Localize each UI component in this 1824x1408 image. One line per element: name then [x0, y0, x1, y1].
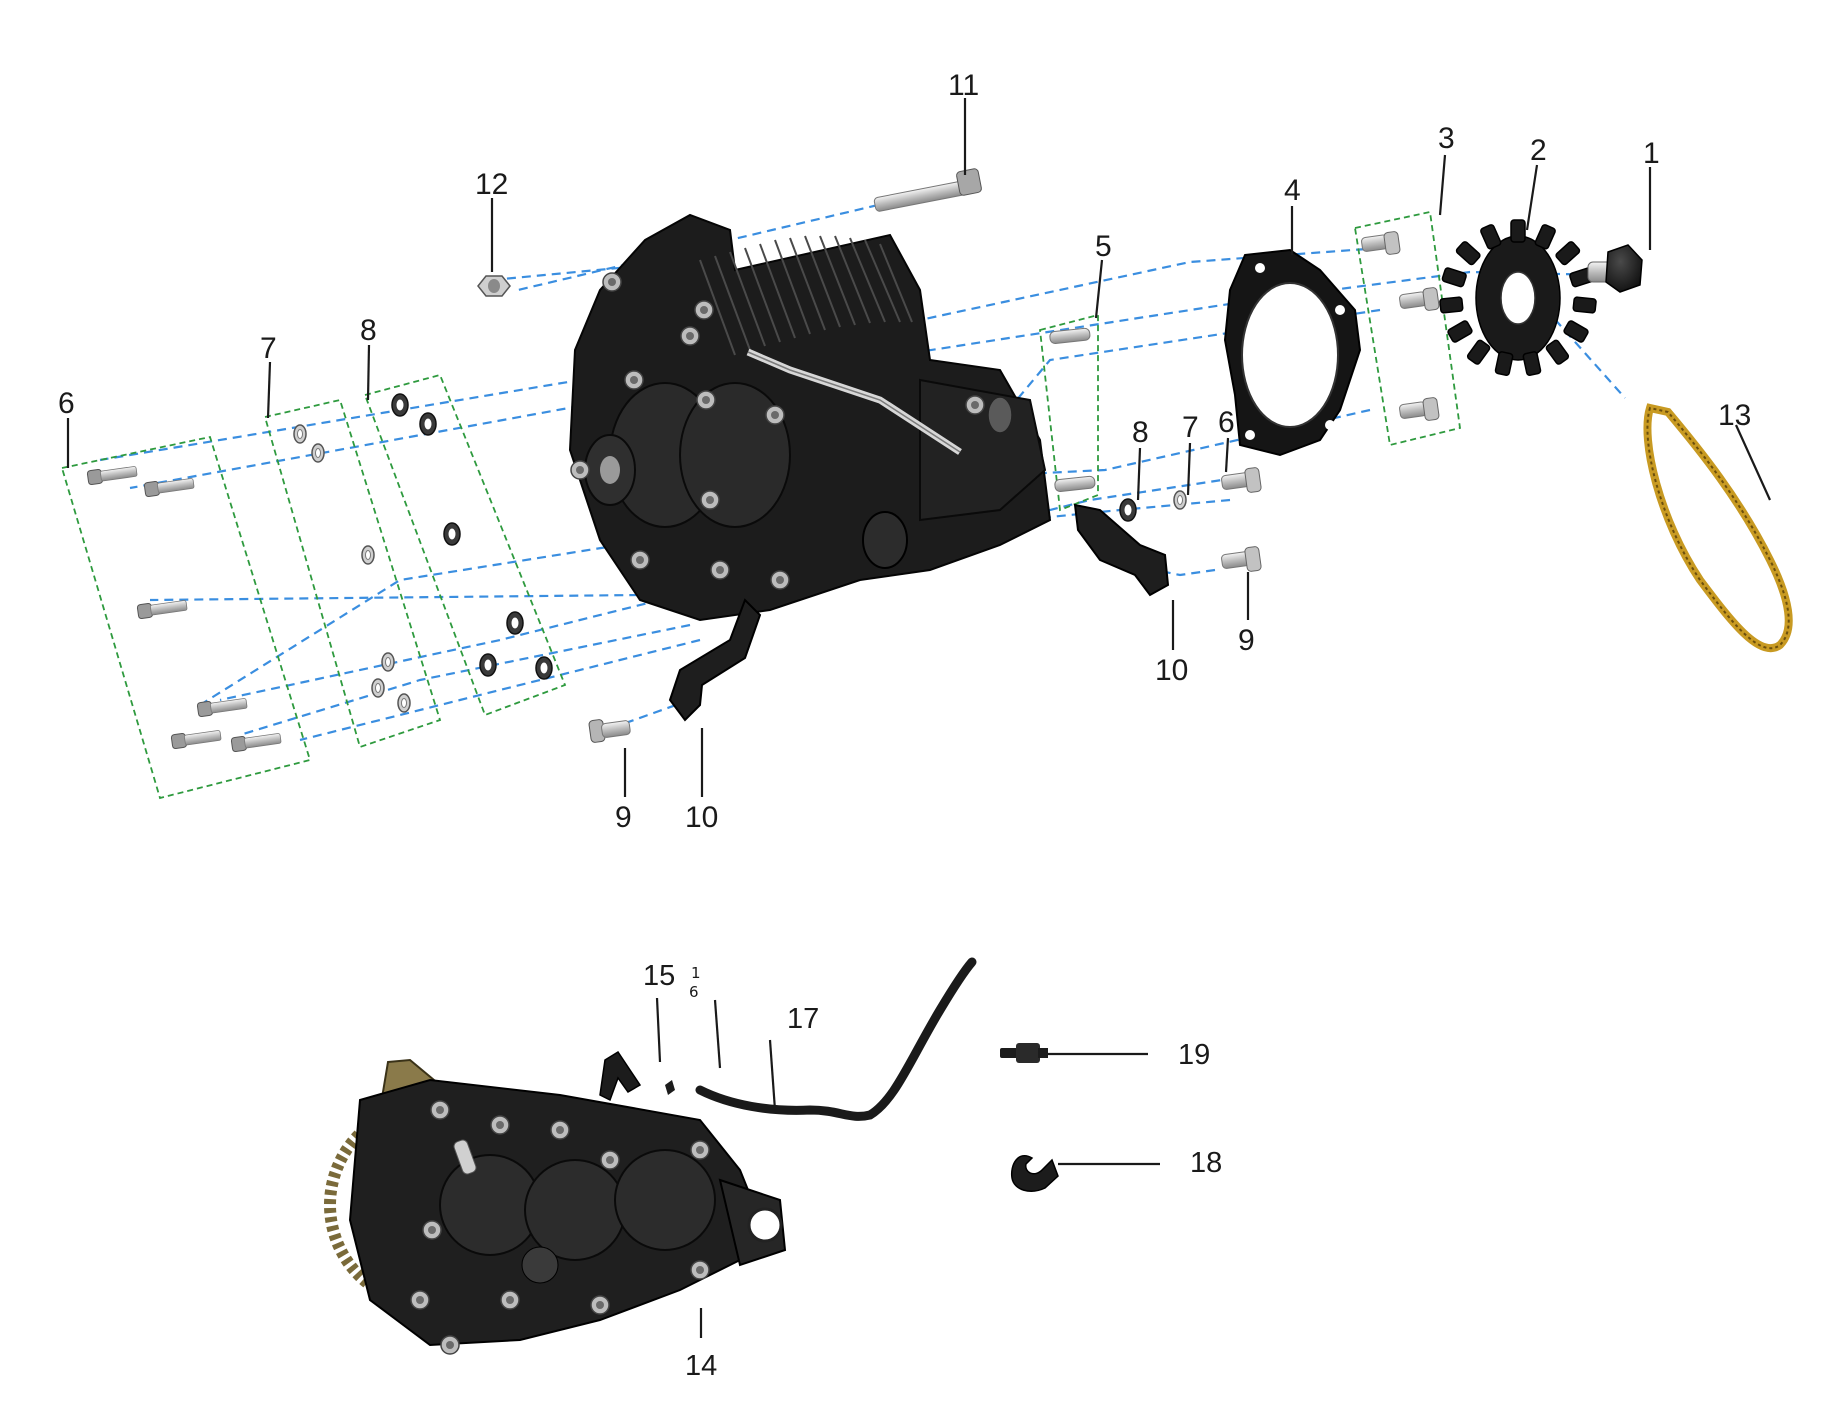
- callout-8-right: 8: [1132, 416, 1149, 449]
- part-3-bolt-group: [1361, 231, 1440, 421]
- part-11-long-bolt: [873, 168, 982, 212]
- callout-leaders-bottom: [655, 997, 1160, 1338]
- part-15-elbow-fitting: [599, 1050, 642, 1102]
- callout-3: 3: [1438, 122, 1455, 155]
- part-16-small-clip: [665, 1080, 675, 1095]
- part-8-washer-right: [1119, 498, 1137, 522]
- part-2-sprocket: [1439, 219, 1597, 376]
- part-12-nut: [477, 275, 511, 297]
- part-9-bolt-lower: [588, 719, 631, 743]
- callout-6-right: 6: [1218, 406, 1235, 439]
- upper-exploded-view: 11 12 1 2 3 4 5 6 7 8 8 7 6 13 10 9 9 10: [58, 69, 1793, 834]
- callout-labels-bottom: 14 15 1 6 17 19 18: [643, 960, 1222, 1382]
- part-14-gearbox-housing: [324, 1058, 787, 1355]
- callout-9-lower: 9: [615, 801, 632, 834]
- callout-10-right: 10: [1155, 654, 1188, 687]
- callout-11: 11: [948, 69, 979, 102]
- group-boxes: [60, 210, 1462, 800]
- callout-12: 12: [475, 168, 508, 201]
- part-19-valve: [1000, 1043, 1048, 1063]
- callout-leaders-top: [66, 98, 1772, 797]
- motor-housing: [568, 213, 1052, 622]
- callout-10-lower: 10: [685, 801, 718, 834]
- callout-1: 1: [1643, 137, 1660, 170]
- callout-7-right: 7: [1182, 411, 1199, 444]
- callout-13: 13: [1718, 399, 1751, 432]
- callout-6-left: 6: [58, 387, 75, 420]
- part-4-adapter-ring: [1223, 248, 1362, 457]
- callout-17: 17: [787, 1003, 819, 1035]
- part-10-bracket-lower: [668, 598, 762, 722]
- callout-16-bottom: 6: [689, 983, 699, 1001]
- callout-14: 14: [685, 1350, 717, 1382]
- callout-8-left: 8: [360, 314, 377, 347]
- callout-9-right: 9: [1238, 624, 1255, 657]
- callout-2: 2: [1530, 134, 1547, 167]
- part-6-bolt-group: [86, 463, 282, 753]
- part-1-cap-bolt: [1587, 244, 1643, 293]
- callout-7-left: 7: [260, 332, 277, 365]
- callout-4: 4: [1284, 174, 1301, 207]
- callout-15: 15: [643, 960, 675, 992]
- part-17-breather-hose: [695, 957, 977, 1121]
- callout-19: 19: [1178, 1039, 1210, 1071]
- part-10-bracket-right: [1073, 503, 1170, 597]
- part-7-washer-right: [1173, 490, 1187, 510]
- part-5-pin-group: [1048, 327, 1096, 493]
- part-18-hose-clamp: [1010, 1155, 1059, 1192]
- part-6-bolt-right: [1221, 467, 1262, 493]
- lower-detail-view: 14 15 1 6 17 19 18: [324, 957, 1222, 1382]
- callout-5: 5: [1095, 230, 1112, 263]
- callout-labels-top: 11 12 1 2 3 4 5 6 7 8 8 7 6 13 10 9 9 10: [58, 69, 1751, 834]
- part-13-chain: [1643, 403, 1793, 653]
- callout-16-top: 1: [691, 964, 701, 982]
- callout-18: 18: [1190, 1147, 1222, 1179]
- part-9-bolt-right: [1221, 546, 1262, 572]
